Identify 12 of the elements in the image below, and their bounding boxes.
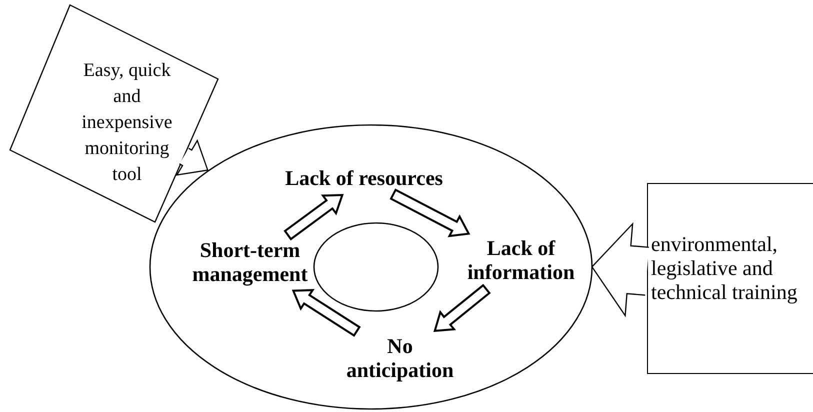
block-arrow bbox=[292, 289, 361, 337]
cycle-step-text: Short-term management bbox=[188, 238, 312, 288]
block-arrow bbox=[390, 188, 470, 238]
callout-text: Easy, quick and inexpensive monitoring tool bbox=[80, 59, 174, 187]
cycle-step-text: No anticipation bbox=[338, 334, 462, 384]
block-arrow bbox=[284, 194, 344, 240]
callout-box bbox=[647, 183, 813, 374]
callout-text: environmental, legislative and technical training bbox=[651, 232, 798, 304]
block-arrow bbox=[433, 284, 491, 332]
cycle-step-text: Lack of resources bbox=[276, 166, 452, 192]
cycle-step-text: Lack of information bbox=[450, 236, 592, 286]
callout-pointer bbox=[176, 139, 208, 176]
